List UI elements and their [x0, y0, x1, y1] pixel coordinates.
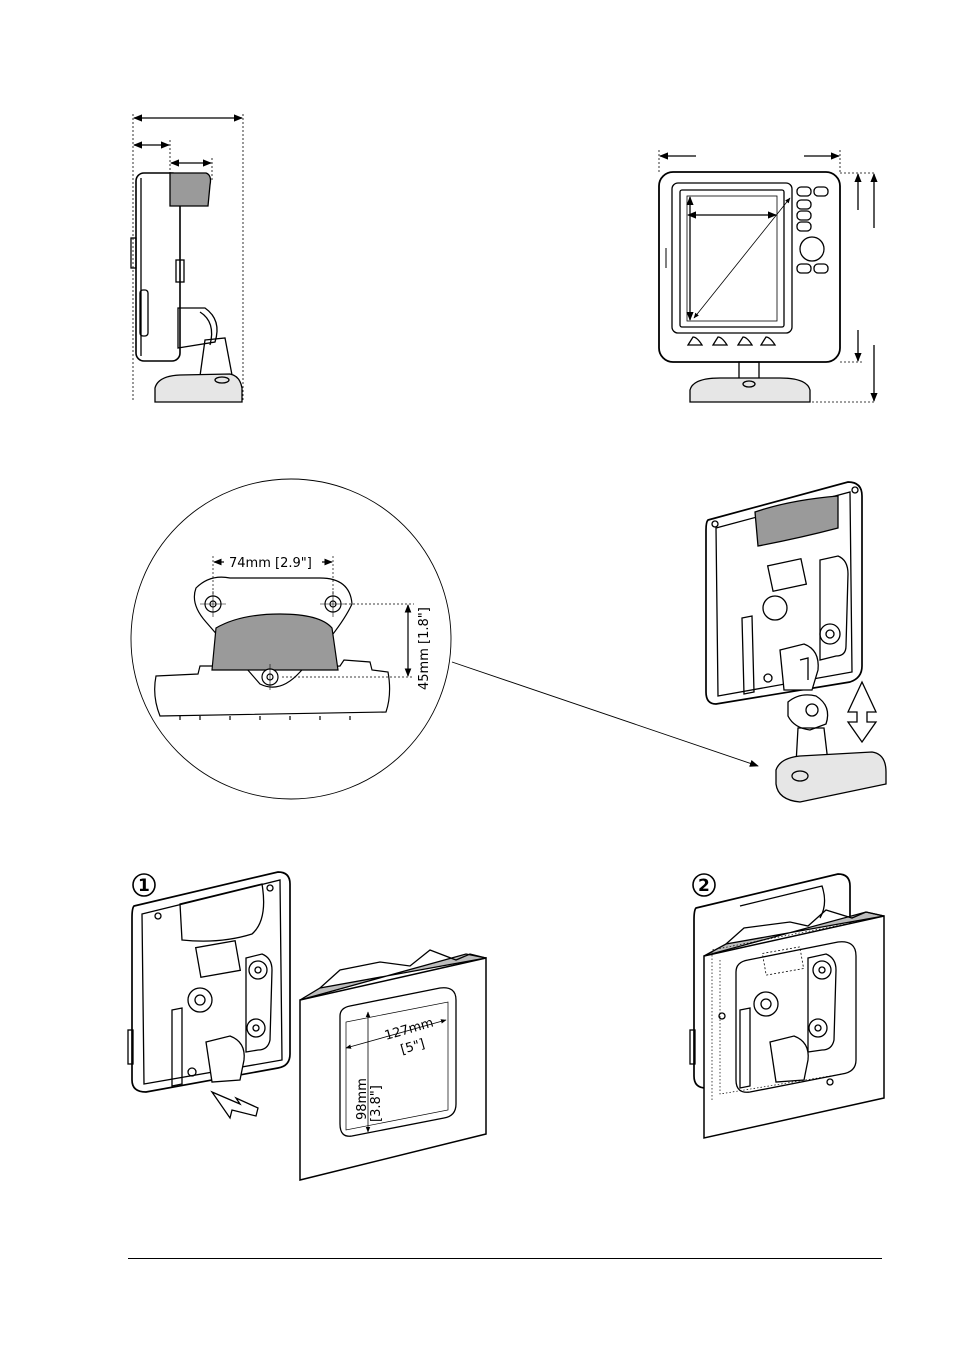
- step1-number: 1: [138, 876, 150, 896]
- step2-number: 2: [698, 876, 710, 896]
- step2-figure: [690, 874, 884, 1138]
- cutout-panel-figure: [300, 950, 486, 1180]
- step1-figure: [128, 872, 290, 1118]
- cutout-height-dimension: 98mm: [355, 1078, 370, 1120]
- bracket-detail-circle: [131, 479, 451, 799]
- bracket-mount-figure: [706, 482, 886, 802]
- front-view-figure: [659, 150, 876, 402]
- bracket-height-dimension: 45mm [1.8"]: [417, 607, 432, 690]
- side-view-figure: [131, 114, 243, 402]
- footer-rule: [128, 1258, 882, 1259]
- bracket-width-dimension: 74mm [2.9"]: [229, 556, 312, 571]
- cutout-height-inches: [3.8"]: [369, 1085, 384, 1122]
